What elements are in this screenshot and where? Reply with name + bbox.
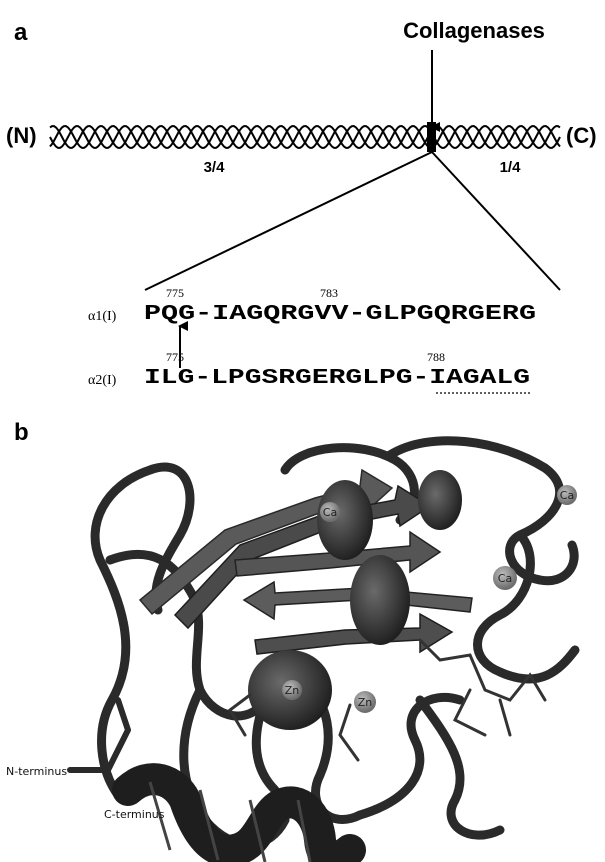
panel-a: a Collagenases (N) (C) 3/4 1/4 α1(I) 775… [6, 18, 597, 393]
alpha1-position-783: 783 [320, 286, 338, 300]
three-quarter-fragment-label: 3/4 [204, 159, 226, 176]
n-terminus-label: N-terminus [6, 765, 67, 778]
panel-b: b [6, 419, 577, 862]
c-terminal-label: (C) [566, 123, 597, 148]
cleavage-site-marker [427, 122, 436, 152]
panel-b-letter: b [14, 419, 29, 446]
collagen-triple-helix [50, 126, 560, 148]
calcium-ion-1-label: Ca [560, 489, 574, 502]
one-quarter-fragment-label: 1/4 [500, 159, 522, 176]
alpha1-sequence: PQG-IAGQRGVV-GLPGQRGERG [144, 303, 536, 326]
c-terminus-label: C-terminus [104, 808, 165, 821]
alpha2-sequence: ILG-LPGSRGERGLPG-IAGALG [144, 367, 530, 390]
zinc-ion-2-label: Zn [285, 684, 300, 697]
alpha1-position-775: 775 [166, 286, 184, 300]
n-terminal-label: (N) [6, 123, 37, 148]
panel-a-letter: a [14, 19, 28, 46]
zoom-line-left [145, 152, 432, 290]
alpha1-chain-label: α1(I) [88, 309, 117, 324]
calcium-ion-3-label: Ca [498, 572, 512, 585]
alpha2-position-775: 775 [166, 350, 184, 364]
alpha2-position-788: 788 [427, 350, 445, 364]
calcium-ion-2-label: Ca [323, 506, 337, 519]
zoom-line-right [432, 152, 560, 290]
collagenases-label: Collagenases [403, 18, 545, 43]
zinc-ion-1-label: Zn [358, 696, 373, 709]
alpha2-chain-label: α2(I) [88, 373, 117, 388]
